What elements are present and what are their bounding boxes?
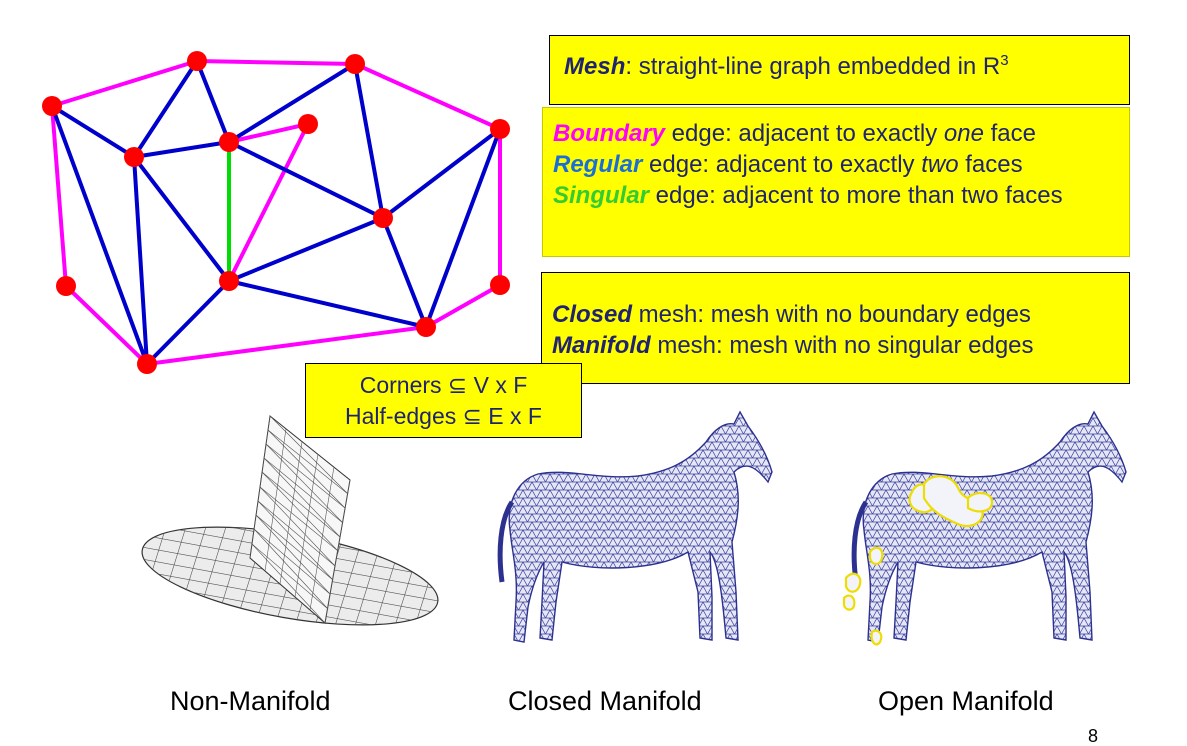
vertex — [298, 114, 318, 134]
boundary-edge — [64, 284, 149, 366]
singular-term: Singular — [553, 182, 650, 209]
regular-edge — [353, 62, 385, 220]
regular-edge — [50, 104, 149, 366]
boundary-edge — [227, 122, 310, 283]
regular-edges — [50, 59, 502, 366]
horse-mesh-with-holes-icon — [842, 410, 1127, 646]
page-number: 8 — [1088, 726, 1099, 746]
regular-edge — [132, 155, 149, 366]
closed-def-text: mesh: mesh with no boundary edges — [632, 301, 1031, 328]
regular-edge — [381, 216, 428, 329]
boundary-edge — [145, 325, 428, 366]
boundary-edge — [353, 62, 502, 131]
caption-closed-manifold: Closed Manifold — [508, 686, 702, 716]
boundary-def-emphasis: one — [943, 120, 984, 147]
mesh-graph-diagram — [42, 51, 510, 374]
horse-body — [508, 410, 773, 643]
manifold-term: Manifold — [552, 332, 651, 359]
boundary-edges — [50, 59, 502, 366]
regular-edge — [132, 155, 231, 283]
regular-def-text: edge: adjacent to exactly — [642, 151, 922, 178]
regular-edge — [132, 140, 231, 159]
regular-edge — [195, 59, 231, 144]
hole-outlines — [842, 475, 994, 646]
regular-def-emphasis: two — [921, 151, 959, 178]
regular-edge — [132, 59, 199, 159]
vertex — [416, 317, 436, 337]
caption-open-manifold: Open Manifold — [878, 686, 1054, 716]
boundary-def-suffix: face — [983, 120, 1036, 147]
closed-manifold-box: Closed mesh: mesh with no boundary edges… — [541, 272, 1130, 384]
vertex — [490, 275, 510, 295]
horse-body — [862, 410, 1127, 643]
boundary-edge — [50, 104, 68, 288]
vertex — [490, 119, 510, 139]
vertical-sheet — [249, 415, 351, 624]
manifold-definition: Manifold mesh: mesh with no singular edg… — [552, 330, 1129, 361]
vertex — [219, 132, 239, 152]
boundary-def-text: edge: adjacent to exactly — [665, 120, 944, 147]
horse-tail — [497, 500, 515, 583]
regular-term: Regular — [553, 151, 643, 178]
boundary-edge — [195, 59, 357, 66]
boundary-edge — [50, 59, 199, 108]
horse-mesh-icon — [497, 410, 773, 643]
regular-edge — [227, 62, 357, 144]
vertex — [56, 276, 76, 296]
regular-definition: Regular edge: adjacent to exactly two fa… — [553, 149, 1123, 180]
mesh-definition: : straight-line graph embedded in R — [625, 53, 1001, 80]
closed-definition: Closed mesh: mesh with no boundary edges — [552, 299, 1129, 330]
mesh-definition-box: Mesh: straight-line graph embedded in R3 — [549, 35, 1130, 105]
singular-definition: Singular edge: adjacent to more than two… — [553, 180, 1113, 211]
mesh-term: Mesh — [564, 53, 626, 80]
mesh-superscript: 3 — [1000, 52, 1009, 69]
singular-def-text: edge: adjacent to more than two faces — [649, 182, 1063, 209]
caption-non-manifold: Non-Manifold — [170, 686, 331, 716]
corners-halfedges-box: Corners ⊆ V x F Half-edges ⊆ E x F — [305, 363, 582, 438]
corners-line: Corners ⊆ V x F — [359, 372, 528, 398]
vertex — [345, 54, 365, 74]
vertex — [219, 271, 239, 291]
regular-edge — [227, 216, 385, 283]
manifold-def-text: mesh: mesh with no singular edges — [650, 332, 1034, 359]
vertex — [124, 147, 144, 167]
regular-edge — [424, 127, 502, 329]
regular-edge — [227, 140, 385, 220]
vertex — [187, 51, 207, 71]
regular-edge — [227, 279, 428, 329]
boundary-term: Boundary — [553, 120, 666, 147]
vertex — [373, 208, 393, 228]
regular-def-suffix: faces — [958, 151, 1023, 178]
vertex — [137, 354, 157, 374]
boundary-edge — [227, 122, 310, 144]
edge-definitions-box: Boundary edge: adjacent to exactly one f… — [542, 107, 1130, 257]
boundary-definition: Boundary edge: adjacent to exactly one f… — [553, 118, 1123, 149]
vertices — [42, 51, 510, 374]
boundary-edge — [424, 283, 502, 329]
non-manifold-mesh-icon — [134, 415, 446, 644]
regular-edge — [145, 279, 231, 366]
vertex — [42, 96, 62, 116]
closed-term: Closed — [552, 301, 633, 328]
regular-edge — [381, 127, 502, 220]
regular-edge — [50, 104, 136, 159]
halfedges-line: Half-edges ⊆ E x F — [345, 403, 542, 429]
